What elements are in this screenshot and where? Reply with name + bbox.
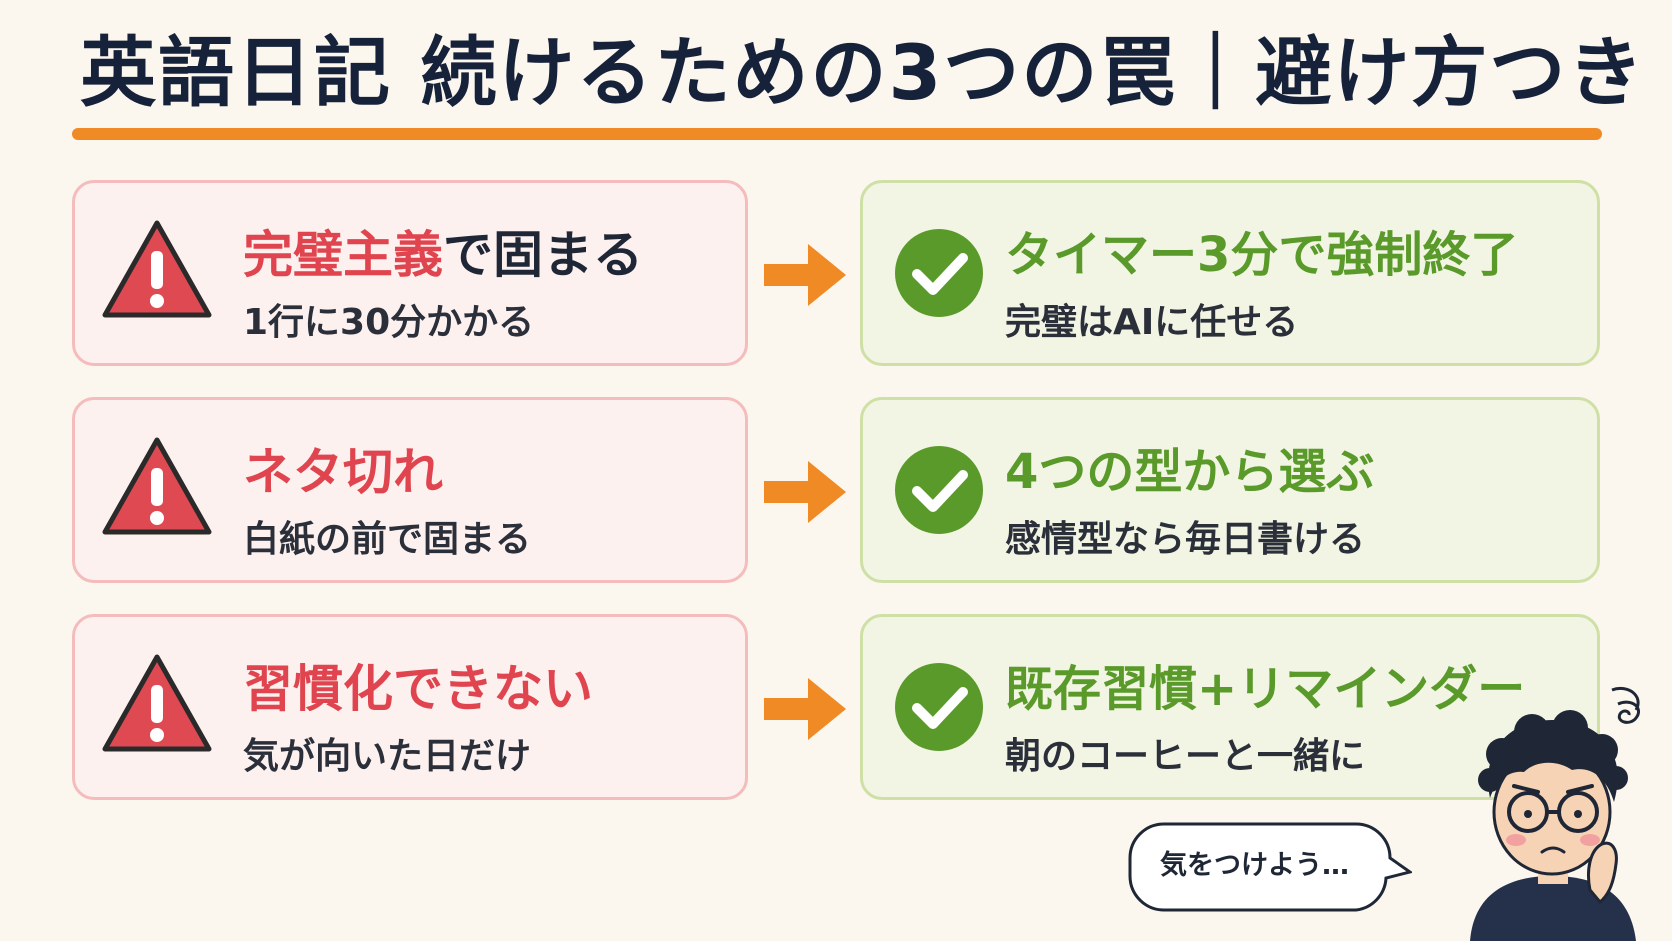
solution-subtitle: 完璧はAIに任せる [1005, 302, 1299, 343]
page-title: 英語日記 続けるための3つの罠｜避け方つき [80, 28, 1646, 117]
solution-title: 4つの型から選ぶ [1005, 444, 1375, 500]
speech-bubble-text: 気をつけよう… [1160, 850, 1349, 881]
warning-icon [102, 220, 212, 318]
arrow-right-icon [764, 461, 846, 523]
problem-title-highlight: 完璧主義 [243, 226, 443, 284]
problem-subtitle: 気が向いた日だけ [243, 736, 532, 777]
problem-title: ネタ切れ [243, 442, 443, 502]
solution-card-2: 4つの型から選ぶ 感情型なら毎日書ける [860, 397, 1600, 583]
problem-title-rest: で固まる [443, 226, 643, 284]
check-icon [895, 663, 983, 751]
problem-title-highlight: ネタ切れ [243, 443, 443, 501]
problem-title: 習慣化できない [243, 659, 593, 719]
check-icon [895, 446, 983, 534]
solution-title: 既存習慣+リマインダー [1005, 661, 1526, 717]
arrow-right-icon [764, 244, 846, 306]
worried-character-illustration [1470, 687, 1641, 941]
problem-title: 完璧主義で固まる [243, 225, 643, 285]
problem-card-3: 習慣化できない 気が向いた日だけ [72, 614, 748, 800]
problem-subtitle: 1行に30分かかる [243, 302, 535, 343]
warning-icon [102, 437, 212, 535]
check-icon [895, 229, 983, 317]
speech-bubble [1128, 822, 1412, 912]
solution-title: タイマー3分で強制終了 [1005, 227, 1519, 283]
title-underline [72, 128, 1602, 140]
solution-subtitle: 感情型なら毎日書ける [1005, 519, 1366, 560]
arrow-right-icon [764, 678, 846, 740]
problem-card-1: 完璧主義で固まる 1行に30分かかる [72, 180, 748, 366]
problem-subtitle: 白紙の前で固まる [243, 519, 532, 560]
solution-subtitle: 朝のコーヒーと一緒に [1005, 736, 1366, 777]
solution-card-3: 既存習慣+リマインダー 朝のコーヒーと一緒に [860, 614, 1600, 800]
solution-card-1: タイマー3分で強制終了 完璧はAIに任せる [860, 180, 1600, 366]
warning-icon [102, 654, 212, 752]
problem-title-highlight: 習慣化できない [243, 660, 593, 718]
problem-card-2: ネタ切れ 白紙の前で固まる [72, 397, 748, 583]
